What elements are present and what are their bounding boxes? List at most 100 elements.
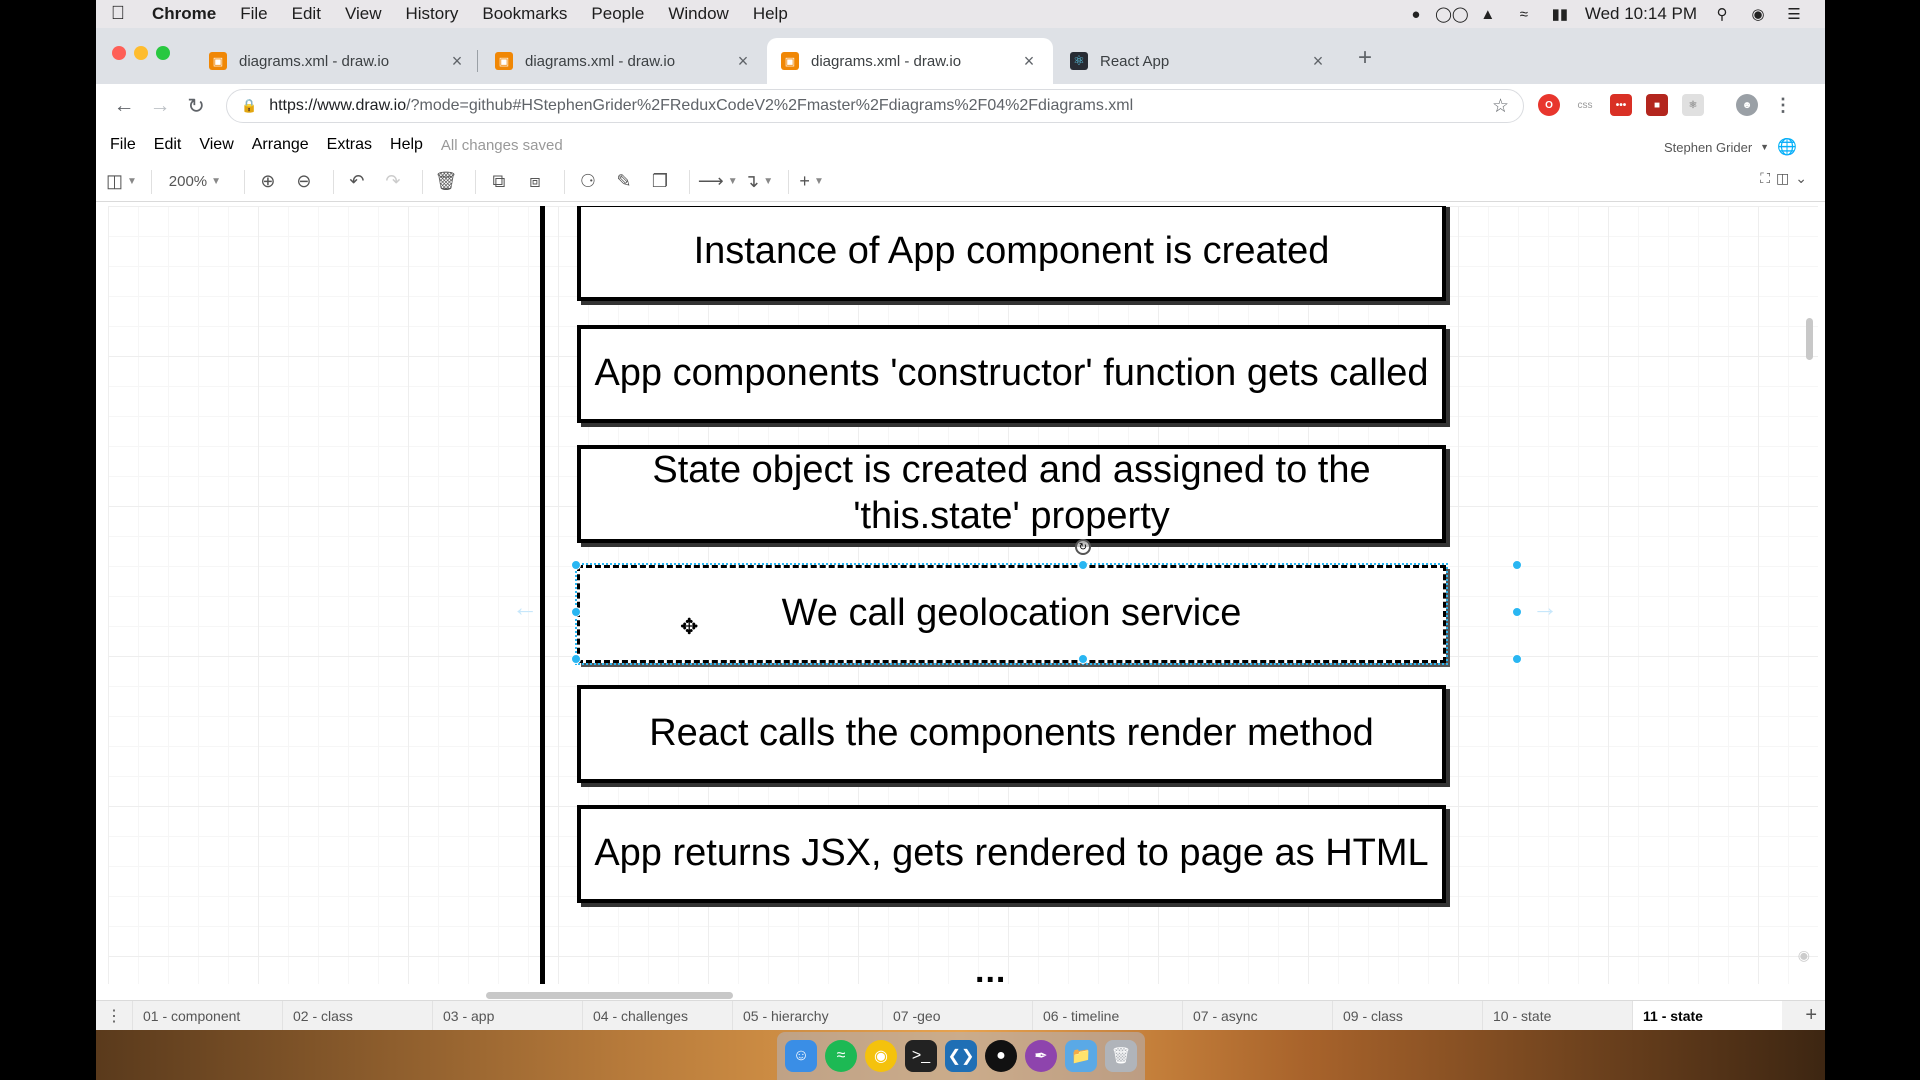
save-status[interactable]: All changes saved xyxy=(440,136,563,154)
ellipsis-extension-icon[interactable]: ••• xyxy=(1610,94,1632,116)
redo-icon[interactable]: ↷ xyxy=(385,171,401,191)
diagram-canvas[interactable]: Instance of App component is created App… xyxy=(108,206,1818,984)
menu-app-name[interactable]: Chrome xyxy=(152,4,217,23)
notification-center-icon[interactable]: ☰ xyxy=(1787,6,1801,23)
ublock-extension-icon[interactable]: ■ xyxy=(1646,94,1668,116)
drawio-menu-file[interactable]: File xyxy=(110,136,136,153)
page-tab[interactable]: 06 - timeline xyxy=(1032,1000,1182,1031)
resize-handle-nw[interactable] xyxy=(571,560,581,570)
step-box-6[interactable]: App returns JSX, gets rendered to page a… xyxy=(577,805,1446,903)
page-tab[interactable]: 05 - hierarchy xyxy=(732,1000,882,1031)
terminal-icon[interactable]: >_ xyxy=(905,1040,937,1072)
page-tab[interactable]: 10 - state xyxy=(1482,1000,1632,1031)
drawio-menu-extras[interactable]: Extras xyxy=(326,136,373,153)
fullscreen-icon[interactable]: ⛶ xyxy=(1760,170,1771,186)
fill-color-icon[interactable]: ⚆ xyxy=(579,171,596,191)
vscode-icon[interactable]: ❮❯ xyxy=(945,1040,977,1072)
step-box-2[interactable]: App components 'constructor' function ge… xyxy=(577,325,1446,423)
browser-tab-3-active[interactable]: ▣ diagrams.xml - draw.io × xyxy=(767,38,1053,84)
undo-icon[interactable]: ↶ xyxy=(349,171,365,191)
wifi-icon[interactable]: ≈ xyxy=(1519,5,1528,23)
close-window-button[interactable] xyxy=(112,46,126,60)
menu-file[interactable]: File xyxy=(240,4,268,23)
format-panel-toggle-icon[interactable]: ◫▼ xyxy=(106,171,137,191)
close-tab-icon[interactable]: × xyxy=(737,50,749,71)
rotate-handle-icon[interactable]: ↻ xyxy=(1075,539,1091,555)
drawio-menu-view[interactable]: View xyxy=(199,136,234,153)
trash-icon[interactable]: 🗑 xyxy=(1105,1040,1137,1072)
menu-view[interactable]: View xyxy=(344,4,382,23)
line-color-icon[interactable]: ✎ xyxy=(616,171,632,191)
connect-arrow-right-icon[interactable]: → xyxy=(1532,592,1558,622)
close-tab-icon[interactable]: × xyxy=(451,50,463,71)
browser-tab-1[interactable]: ▣ diagrams.xml - draw.io × xyxy=(195,38,481,84)
clock[interactable]: Wed 10:14 PM xyxy=(1584,4,1697,23)
maximize-window-button[interactable] xyxy=(156,46,170,60)
pages-menu-icon[interactable]: ⋮ xyxy=(106,1007,122,1025)
horizontal-scrollbar[interactable] xyxy=(486,992,733,999)
collapse-icon[interactable]: ⌄ xyxy=(1795,170,1807,186)
page-tab[interactable]: 07 -geo xyxy=(882,1000,1032,1031)
user-menu[interactable]: Stephen Grider ▼ 🌐 xyxy=(1664,137,1797,157)
browser-tab-2[interactable]: ▣ diagrams.xml - draw.io × xyxy=(481,38,767,84)
to-front-icon[interactable]: ⧉ xyxy=(492,171,506,191)
add-page-button[interactable]: + xyxy=(1805,1004,1817,1026)
spotlight-search-icon[interactable]: ⚲ xyxy=(1716,6,1728,23)
folder-icon[interactable]: 📁 xyxy=(1065,1040,1097,1072)
page-tab[interactable]: 09 - class xyxy=(1332,1000,1482,1031)
connect-arrow-left-icon[interactable]: ← xyxy=(512,592,538,622)
lock-icon[interactable]: 🔒 xyxy=(241,98,258,113)
zoom-in-icon[interactable]: ⊕ xyxy=(260,171,276,191)
address-bar[interactable]: 🔒 https://www.draw.io/?mode=github#HStep… xyxy=(226,89,1524,123)
bookmark-star-icon[interactable]: ☆ xyxy=(1491,95,1509,117)
docker-icon[interactable]: ▲ xyxy=(1480,5,1496,23)
page-tab[interactable]: 07 - async xyxy=(1182,1000,1332,1031)
resize-handle-se[interactable] xyxy=(1512,654,1522,664)
to-back-icon[interactable]: ⧈ xyxy=(529,171,541,191)
back-arrow-icon[interactable]: ← xyxy=(113,94,135,117)
step-box-5[interactable]: React calls the components render method xyxy=(577,685,1446,783)
forward-arrow-icon[interactable]: → xyxy=(149,94,171,117)
timeline-vertical-line[interactable] xyxy=(540,206,545,984)
page-tab[interactable]: 04 - challenges xyxy=(582,1000,732,1031)
apple-menu-icon[interactable]:  xyxy=(96,3,140,25)
browser-tab-4[interactable]: ⚛ React App × xyxy=(1056,38,1342,84)
page-tab[interactable]: 03 - app xyxy=(432,1000,582,1031)
glasses-icon[interactable]: ◯◯ xyxy=(1435,6,1469,23)
format-panel-icon[interactable]: ◫ xyxy=(1776,170,1790,186)
resize-handle-sw[interactable] xyxy=(571,654,581,664)
reload-icon[interactable]: ↻ xyxy=(187,94,205,118)
menu-history[interactable]: History xyxy=(405,4,459,23)
react-devtools-extension-icon[interactable]: ⚛ xyxy=(1682,94,1704,116)
waypoints-icon[interactable]: ↴▼ xyxy=(744,171,774,191)
language-globe-icon[interactable]: 🌐 xyxy=(1777,139,1797,156)
delete-trash-icon[interactable]: 🗑 xyxy=(434,171,458,191)
connection-style-icon[interactable]: ⟶▼ xyxy=(697,171,738,191)
obs-icon[interactable]: ● xyxy=(985,1040,1017,1072)
chrome-icon[interactable]: ◉ xyxy=(865,1040,897,1072)
shadow-icon[interactable]: ❐ xyxy=(651,171,668,191)
resize-handle-w[interactable] xyxy=(571,607,581,617)
menu-edit[interactable]: Edit xyxy=(291,4,321,23)
drawio-menu-help[interactable]: Help xyxy=(390,136,423,153)
menu-window[interactable]: Window xyxy=(668,4,729,23)
spotify-icon[interactable]: ≈ xyxy=(825,1040,857,1072)
creative-cloud-icon[interactable]: ● xyxy=(1411,5,1421,23)
insert-plus-icon[interactable]: +▼ xyxy=(799,171,824,191)
page-tab[interactable]: 02 - class xyxy=(282,1000,432,1031)
css-extension-icon[interactable]: css xyxy=(1577,99,1593,111)
resize-handle-n[interactable] xyxy=(1078,560,1088,570)
step-box-3[interactable]: State object is created and assigned to … xyxy=(577,445,1446,543)
chrome-menu-icon[interactable]: ⋮ xyxy=(1774,94,1792,115)
profile-avatar-icon[interactable]: ☻ xyxy=(1736,94,1758,116)
drawio-menu-edit[interactable]: Edit xyxy=(153,136,182,153)
menu-help[interactable]: Help xyxy=(752,4,788,23)
menu-bookmarks[interactable]: Bookmarks xyxy=(482,4,568,23)
step-box-1[interactable]: Instance of App component is created xyxy=(577,206,1446,301)
vertical-scrollbar[interactable] xyxy=(1806,318,1813,360)
continuation-ellipsis[interactable]: ... xyxy=(975,952,1007,984)
opera-extension-icon[interactable]: O xyxy=(1538,94,1560,116)
page-tab-active[interactable]: 11 - state xyxy=(1632,1000,1782,1031)
close-tab-icon[interactable]: × xyxy=(1023,50,1035,71)
resize-handle-ne[interactable] xyxy=(1512,560,1522,570)
